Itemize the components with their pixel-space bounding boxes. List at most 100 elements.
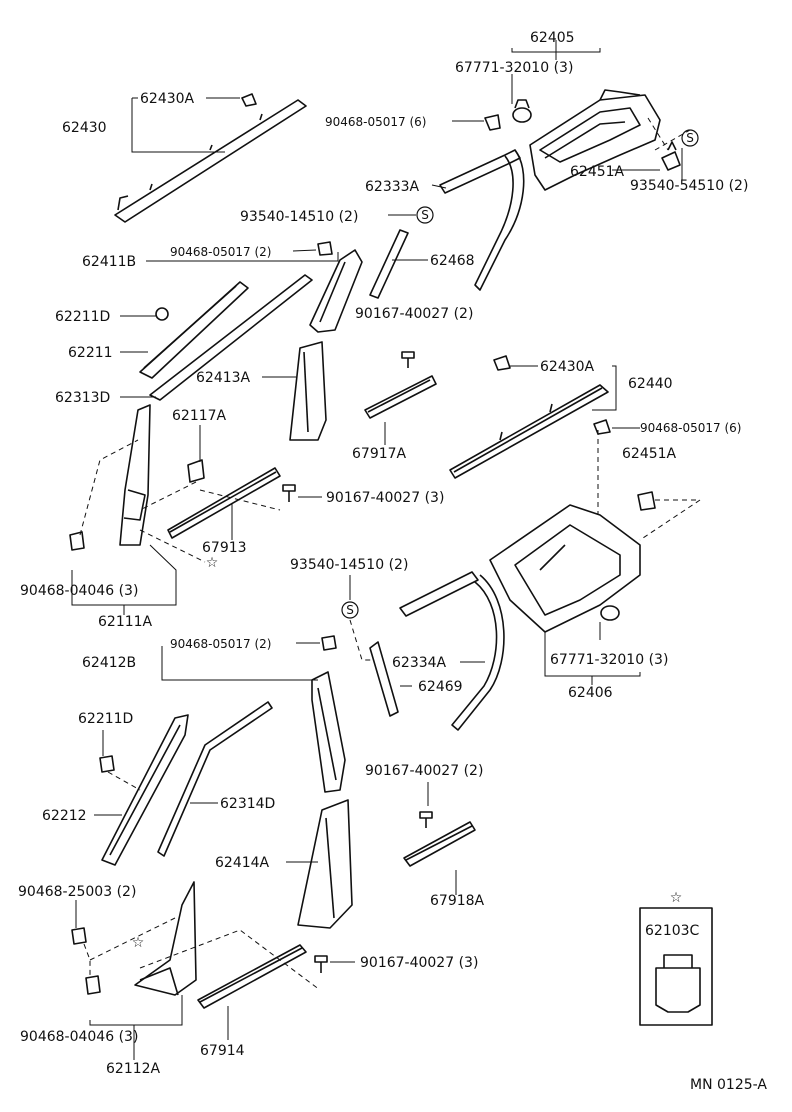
s-symbol-14510-mid-icon: S xyxy=(341,601,359,619)
part-62405-quarter-trim xyxy=(529,89,661,191)
clip-62451A-top-icon xyxy=(661,141,681,171)
label-62103C: 62103C xyxy=(645,923,700,939)
clip-67771-32010-bot-icon xyxy=(600,605,620,621)
label-90167-40027-3a: 90167-40027 (3) xyxy=(326,490,444,506)
label-90167-40027-3b: 90167-40027 (3) xyxy=(360,955,478,971)
label-90468-04046-bot: 90468-04046 (3) xyxy=(20,1029,138,1045)
label-62117A: 62117A xyxy=(172,408,227,424)
label-62314D: 62314D xyxy=(220,796,275,812)
clip-90468-04046-bot-icon xyxy=(85,975,101,995)
label-90468-05017-6b: 90468-05017 (6) xyxy=(640,421,742,435)
part-67913-scuff xyxy=(167,467,281,539)
label-90468-05017-2a: 90468-05017 (2) xyxy=(170,245,272,259)
star-symbol-62111A-icon: ☆ xyxy=(206,555,219,571)
part-62414A-pillar xyxy=(297,799,353,929)
part-62111A-pillar xyxy=(119,404,151,546)
label-62414A: 62414A xyxy=(215,855,270,871)
label-62211D-bot: 62211D xyxy=(78,711,133,727)
clip-62451A-right-icon xyxy=(637,491,656,511)
svg-text:☆: ☆ xyxy=(670,890,683,906)
svg-text:S: S xyxy=(421,208,429,222)
screw-90167-40027-2b-icon xyxy=(419,811,433,828)
label-90468-05017-6a: 90468-05017 (6) xyxy=(325,115,427,129)
label-62313D: 62313D xyxy=(55,390,110,406)
label-62413A: 62413A xyxy=(196,370,251,386)
part-67914-scuff xyxy=(197,944,307,1009)
label-93540-14510-top: 93540-14510 (2) xyxy=(240,209,358,225)
label-62430A-right: 62430A xyxy=(540,359,595,375)
svg-text:S: S xyxy=(346,603,354,617)
label-62211: 62211 xyxy=(68,345,113,361)
label-62440: 62440 xyxy=(628,376,673,392)
part-62211-trim xyxy=(139,281,249,379)
label-62411B: 62411B xyxy=(82,254,136,270)
clip-90468-05017-top-icon xyxy=(484,114,501,131)
label-90167-40027-2b: 90167-40027 (2) xyxy=(365,763,483,779)
label-67917A: 67917A xyxy=(352,446,407,462)
svg-text:S: S xyxy=(686,131,694,145)
part-67918A-scuff xyxy=(403,821,476,867)
s-symbol-54510-icon: S xyxy=(681,129,699,147)
label-62469: 62469 xyxy=(418,679,463,695)
inset-62103C xyxy=(639,907,713,1026)
part-62406-back-trim xyxy=(489,504,641,633)
part-62112A-pillar xyxy=(134,881,197,996)
label-90167-40027-2a: 90167-40027 (2) xyxy=(355,306,473,322)
label-90468-04046-top: 90468-04046 (3) xyxy=(20,583,138,599)
label-62406: 62406 xyxy=(568,685,613,701)
label-67918A: 67918A xyxy=(430,893,485,909)
part-62468-strip xyxy=(369,229,409,299)
label-62430: 62430 xyxy=(62,120,107,136)
part-62440-rail xyxy=(449,384,609,479)
clip-90468-05017-6b-icon xyxy=(593,419,611,435)
clip-62211D-bot-icon xyxy=(99,755,115,773)
label-62451A-top: 62451A xyxy=(570,164,625,180)
part-62469-strip xyxy=(369,641,399,717)
part-62212-trim xyxy=(101,714,189,866)
label-67914: 67914 xyxy=(200,1043,245,1059)
part-62413A-pillar xyxy=(289,341,327,441)
s-symbol-14510-top-icon: S xyxy=(416,206,434,224)
part-62334A-weatherstrip xyxy=(399,571,505,731)
part-62313D-weatherstrip xyxy=(149,274,313,401)
clip-90468-25003-icon xyxy=(71,927,87,945)
part-62333A-weatherstrip xyxy=(439,149,525,291)
screw-90167-40027-3a-icon xyxy=(282,484,296,502)
label-62112A: 62112A xyxy=(106,1061,161,1077)
label-62405: 62405 xyxy=(530,30,575,46)
clip-62211D-top-icon xyxy=(155,307,169,321)
screw-90167-40027-2a-icon xyxy=(401,351,415,368)
label-62334A: 62334A xyxy=(392,655,447,671)
part-67917A-scuff xyxy=(364,375,437,419)
label-93540-54510: 93540-54510 (2) xyxy=(630,178,748,194)
label-62333A: 62333A xyxy=(365,179,420,195)
star-symbol-62112A-icon: ☆ xyxy=(132,935,145,951)
clip-62117A-icon xyxy=(187,459,205,483)
part-62412B-pillar xyxy=(311,671,346,793)
clip-90468-04046-top-icon xyxy=(69,531,85,551)
label-62451A-right: 62451A xyxy=(622,446,677,462)
svg-text:☆: ☆ xyxy=(132,935,145,951)
label-62412B: 62412B xyxy=(82,655,136,671)
label-90468-05017-2b: 90468-05017 (2) xyxy=(170,637,272,651)
label-67913: 67913 xyxy=(202,540,247,556)
star-symbol-62103C-icon: ☆ xyxy=(670,890,683,906)
label-62212: 62212 xyxy=(42,808,87,824)
label-62430A-top: 62430A xyxy=(140,91,195,107)
clip-62430A-right-icon xyxy=(493,355,511,371)
part-62430-rail xyxy=(114,99,307,223)
clip-62430A-top-icon xyxy=(241,93,257,107)
diagram-id: MN 0125-A xyxy=(690,1077,767,1093)
part-62314D-weatherstrip xyxy=(157,701,273,857)
label-67771-32010-top: 67771-32010 (3) xyxy=(455,60,573,76)
clip-67771-32010-top-icon xyxy=(512,99,532,123)
label-67771-32010-bot: 67771-32010 (3) xyxy=(550,652,668,668)
screw-90167-40027-3b-icon xyxy=(314,955,328,973)
clip-90468-05017-2a-icon xyxy=(317,241,333,256)
label-62468: 62468 xyxy=(430,253,475,269)
part-62411B-pillar xyxy=(309,249,363,333)
label-62211D-top: 62211D xyxy=(55,309,110,325)
label-62111A: 62111A xyxy=(98,614,153,630)
